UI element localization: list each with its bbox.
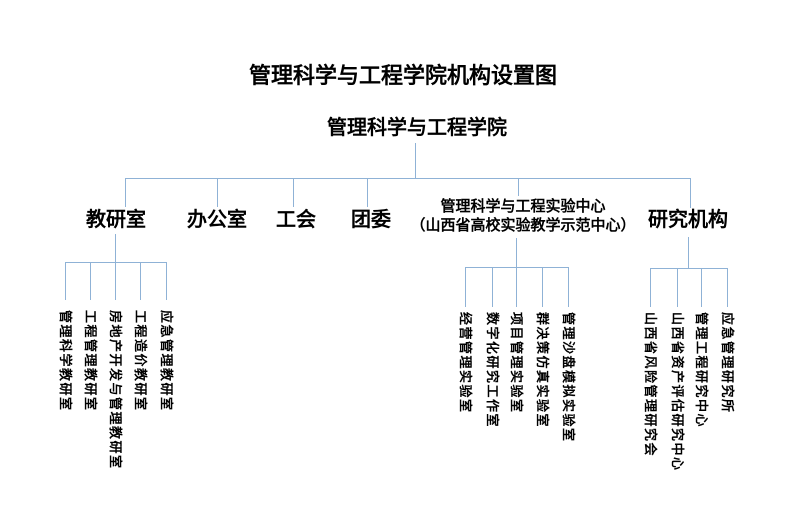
page-title: 管理科学与工程学院机构设置图 xyxy=(248,63,558,88)
branch-youth-league: 团委 xyxy=(351,209,391,231)
connector-drop xyxy=(367,178,368,207)
connector-group-drop xyxy=(516,238,517,267)
connector-group-horizontal xyxy=(650,268,728,269)
org-leaf: 经营管理实验室 xyxy=(458,312,473,414)
experiment-center-subtitle: （山西省高校实验教学示范中心） xyxy=(410,217,636,234)
connector-main-horizontal xyxy=(125,178,691,179)
connector-drop xyxy=(465,267,466,307)
org-leaf: 房地产开发与管理教研室 xyxy=(108,310,123,470)
connector-drop xyxy=(542,267,543,307)
connector-drop xyxy=(166,262,167,300)
org-leaf: 项目管理实验室 xyxy=(509,312,524,414)
connector-drop xyxy=(90,262,91,300)
branch-experiment-center: 管理科学与工程实验中心 （山西省高校实验教学示范中心） xyxy=(410,197,635,235)
connector-group-horizontal xyxy=(65,262,167,263)
connector-drop xyxy=(125,178,126,207)
connector-drop xyxy=(727,268,728,307)
connector-group-horizontal xyxy=(465,267,569,268)
org-leaf: 山西省资产评估研究中心 xyxy=(670,312,685,472)
connector-drop xyxy=(293,178,294,207)
org-leaf: 山西省风险管理研究会 xyxy=(643,312,658,458)
connector-root-drop xyxy=(415,143,416,178)
branch-teaching-research-offices: 教研室 xyxy=(86,209,146,231)
branch-research-institutes: 研究机构 xyxy=(648,209,728,231)
org-leaf: 管理工程研究中心 xyxy=(694,312,709,429)
experiment-center-name: 管理科学与工程实验中心 xyxy=(440,198,606,215)
connector-drop xyxy=(492,267,493,307)
branch-general-office: 办公室 xyxy=(187,209,247,231)
connector-drop xyxy=(115,262,116,300)
connector-drop xyxy=(650,268,651,307)
connector-drop xyxy=(518,178,519,196)
org-leaf: 管理沙盘模拟实验室 xyxy=(561,312,576,443)
connector-drop xyxy=(690,178,691,208)
org-leaf: 数字化研究工作室 xyxy=(485,312,500,429)
org-leaf: 工程造价教研室 xyxy=(133,310,148,412)
connector-drop xyxy=(217,178,218,207)
connector-drop xyxy=(701,268,702,307)
connector-drop xyxy=(516,267,517,307)
connector-drop xyxy=(568,267,569,307)
org-leaf: 工程管理教研室 xyxy=(83,310,98,412)
branch-labor-union: 工会 xyxy=(276,209,316,231)
org-leaf: 应急管理研究所 xyxy=(720,312,735,414)
connector-group-drop xyxy=(115,234,116,262)
connector-group-drop xyxy=(688,237,689,268)
root-node: 管理科学与工程学院 xyxy=(327,117,507,139)
org-leaf: 应急管理教研室 xyxy=(159,310,174,412)
connector-drop xyxy=(140,262,141,300)
connector-drop xyxy=(677,268,678,307)
org-leaf: 群决策仿真实验室 xyxy=(535,312,550,429)
org-leaf: 管理科学教研室 xyxy=(58,310,73,412)
connector-drop xyxy=(65,262,66,300)
